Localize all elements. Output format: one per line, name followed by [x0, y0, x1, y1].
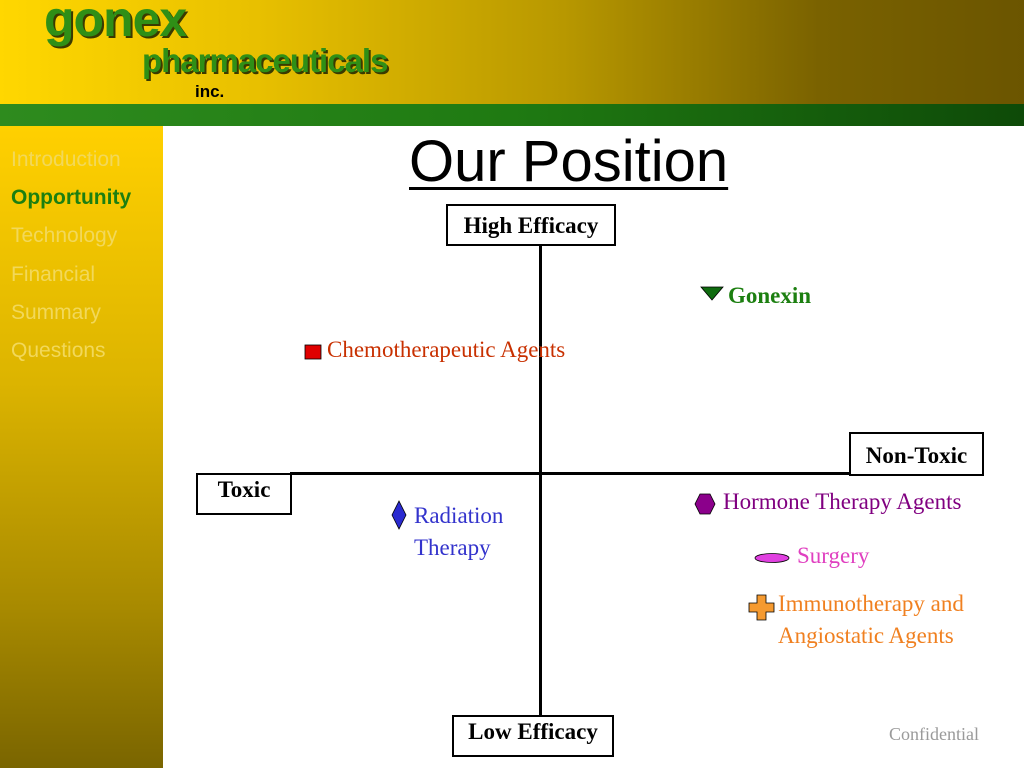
square-icon: [304, 344, 322, 360]
item-surgery-label: Surgery: [797, 543, 870, 568]
axis-label-non-toxic: Non-Toxic: [849, 432, 984, 476]
axis-horizontal: [290, 472, 850, 475]
confidential-footer: Confidential: [889, 724, 979, 744]
diamond-icon: [391, 500, 407, 530]
plus-icon: [748, 594, 775, 621]
header-divider: [0, 104, 1024, 126]
item-immunotherapy-line2: Angiostatic Agents: [778, 623, 954, 648]
nav-item-introduction[interactable]: Introduction: [11, 148, 121, 171]
ellipse-icon: [754, 553, 790, 563]
item-radiation-therapy-line2: Therapy: [414, 535, 491, 560]
axis-label-low-efficacy: Low Efficacy: [452, 715, 614, 757]
hexagon-icon: [694, 493, 716, 515]
item-radiation-therapy-line1: Radiation: [414, 503, 504, 528]
axis-label-high-efficacy: High Efficacy: [446, 204, 616, 246]
nav-item-summary[interactable]: Summary: [11, 301, 101, 324]
axis-vertical: [539, 244, 542, 718]
item-immunotherapy-label: Immunotherapy and Angiostatic Agents: [778, 588, 964, 652]
header-banner: gonex pharmaceuticals inc.: [0, 0, 1024, 104]
item-gonexin-label: Gonexin: [728, 283, 812, 308]
nav-item-questions[interactable]: Questions: [11, 339, 106, 362]
item-chemotherapeutic-agents-label: Chemotherapeutic Agents: [327, 337, 566, 362]
sidebar-nav: Introduction Opportunity Technology Fina…: [0, 126, 163, 768]
item-hormone-therapy-label: Hormone Therapy Agents: [723, 489, 962, 514]
logo-gonex: gonex: [44, 0, 187, 47]
slide-title: Our Position: [409, 129, 729, 194]
axis-label-toxic: Toxic: [196, 473, 292, 515]
logo-inc: inc.: [195, 82, 225, 101]
nav-item-technology[interactable]: Technology: [11, 224, 118, 247]
logo-pharmaceuticals: pharmaceuticals: [142, 42, 388, 79]
triangle-down-icon: [700, 286, 724, 301]
item-radiation-therapy-label: Radiation Therapy: [414, 500, 503, 564]
nav-item-opportunity[interactable]: Opportunity: [11, 186, 132, 209]
item-immunotherapy-line1: Immunotherapy and: [778, 591, 964, 616]
nav-item-financial[interactable]: Financial: [11, 263, 96, 286]
